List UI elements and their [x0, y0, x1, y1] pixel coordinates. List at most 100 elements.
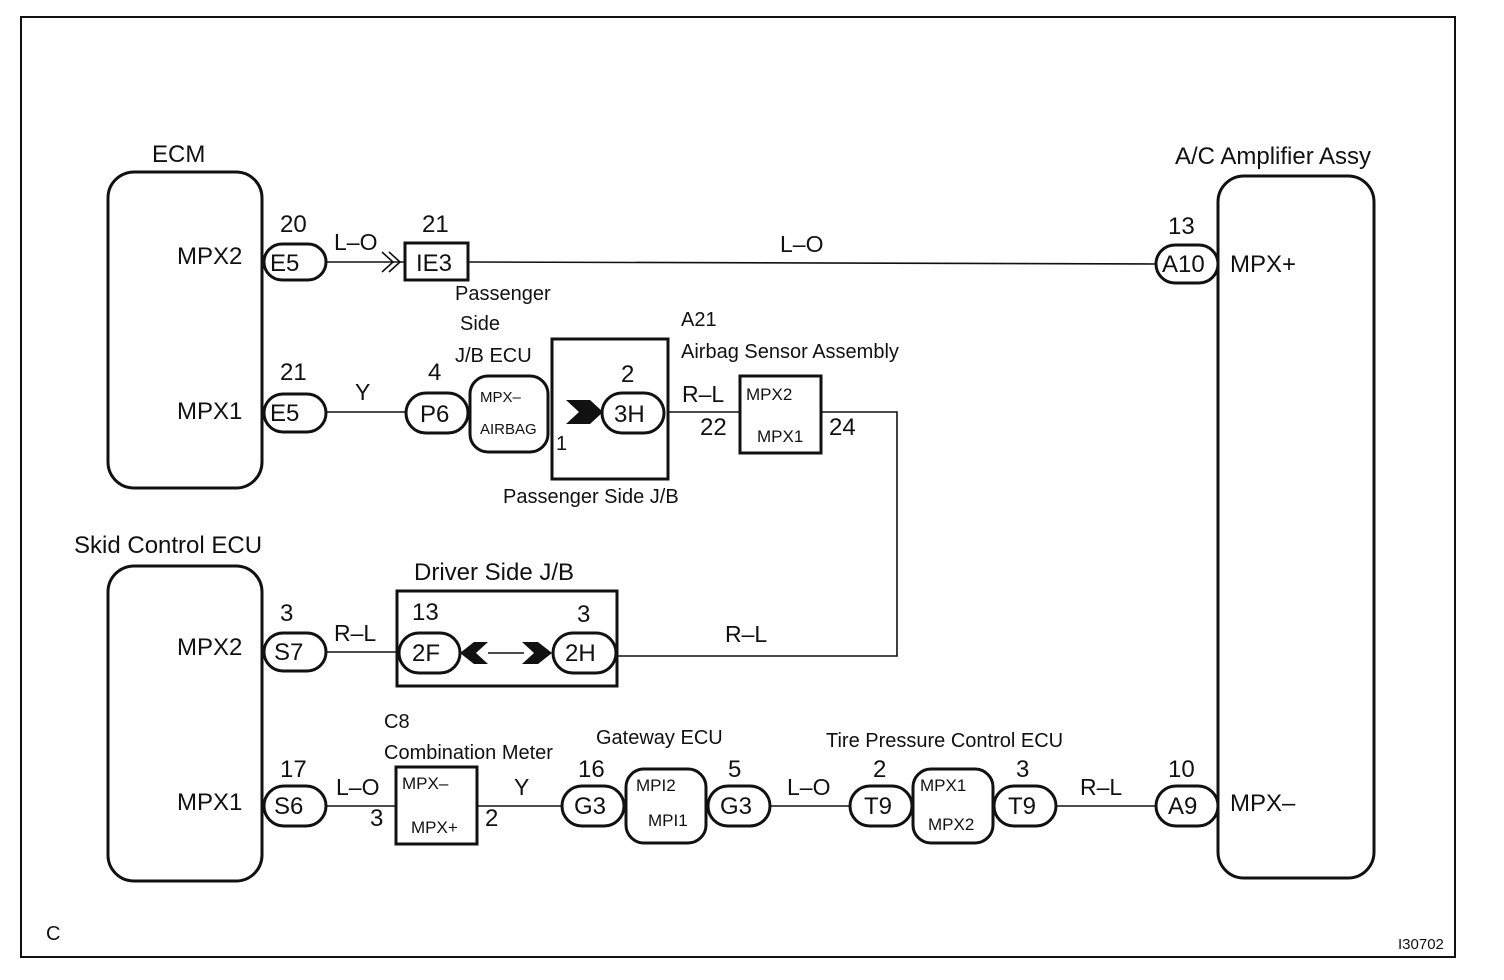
airbag-sensor-box	[738, 374, 823, 455]
tire-pin-right: 3	[1016, 756, 1029, 783]
ac-mpx-plus-connector-label: A10	[1162, 251, 1205, 278]
figure-code: I30702	[1398, 936, 1444, 953]
skid-mpx1-pin-number: 17	[280, 756, 307, 783]
passenger-ecu-inner-airbag: AIRBAG	[480, 421, 537, 438]
airbag-pin-in: 22	[700, 414, 727, 441]
passenger-ecu-inner-mpx-minus: MPX–	[480, 389, 522, 406]
2h-connector	[551, 631, 618, 675]
ac-amplifier-box	[1216, 174, 1376, 880]
passenger-jb-pin-bottom: 1	[556, 433, 567, 455]
wire-skid-to-driver-jb-color: R–L	[334, 620, 376, 646]
ecm-mpx1-connector	[262, 392, 328, 434]
ecm-mpx2-label: MPX2	[177, 243, 242, 270]
ie3-junction-connector	[403, 241, 470, 282]
ecm-unit: ECM MPX2 MPX1	[106, 141, 264, 490]
airbag-code: A21	[681, 309, 717, 331]
driver-side-jb-line: R–L Driver Side J/B 13 3 2F 2H R–L	[326, 559, 767, 688]
tire-left-connector-label: T9	[864, 793, 892, 820]
2f-connector-label: 2F	[412, 640, 440, 667]
skid-mpx2-pin-number: 3	[280, 600, 293, 627]
ecm-mpx1-label: MPX1	[177, 398, 242, 425]
driver-jb-pin-right: 3	[577, 601, 590, 628]
p6-pin-number: 4	[428, 359, 441, 386]
passenger-side-jb-title: Passenger Side J/B	[503, 486, 679, 508]
wire-jb-to-airbag-color: R–L	[682, 381, 724, 407]
ac-mpx-plus-label: MPX+	[1230, 251, 1296, 278]
skid-ecu-mpx1-label: MPX1	[177, 789, 242, 816]
wire-ie3-to-ac-color: L–O	[780, 231, 823, 257]
wire-ecm-to-ie3-color: L–O	[334, 229, 377, 255]
passenger-jb-arrow-icon	[566, 400, 603, 424]
wire-meter-to-gateway-color: Y	[514, 774, 529, 800]
meter-inner-mpx-plus: MPX+	[411, 818, 458, 837]
meter-code: C8	[384, 711, 410, 733]
tire-ecu-title: Tire Pressure Control ECU	[826, 730, 1063, 752]
2h-connector-label: 2H	[565, 640, 596, 667]
skid-ecu-box	[106, 564, 264, 883]
corner-letter: C	[46, 923, 60, 945]
gateway-pin-left: 16	[578, 756, 605, 783]
airbag-inner-mpx2: MPX2	[746, 385, 792, 404]
gateway-left-connector	[560, 784, 626, 828]
wire-gateway-to-tire-color: L–O	[787, 774, 830, 800]
ac-amplifier-title: A/C Amplifier Assy	[1175, 143, 1371, 170]
ac-mpx-minus-connector-label: A9	[1168, 793, 1197, 820]
3h-connector	[600, 391, 666, 435]
meter-pin-out: 2	[485, 805, 498, 832]
driver-side-jb-title: Driver Side J/B	[414, 559, 574, 586]
ac-mpx-plus-pin-number: 13	[1168, 213, 1195, 240]
ecm-mpx2-pin-number: 20	[280, 211, 307, 238]
passenger-jb-ecu-box	[468, 374, 550, 454]
skid-ecu-mpx2-label: MPX2	[177, 634, 242, 661]
ac-mpx-plus-connector	[1154, 243, 1220, 285]
gateway-left-connector-label: G3	[574, 793, 606, 820]
meter-title: Combination Meter	[384, 742, 553, 764]
combination-meter-box	[394, 765, 479, 846]
meter-inner-mpx-minus: MPX–	[402, 774, 449, 793]
wire-driver-jb-to-airbag-color: R–L	[725, 621, 767, 647]
p6-connector-label: P6	[420, 401, 449, 428]
diagram-border	[20, 16, 1456, 958]
driver-jb-right-arrow-icon	[522, 642, 552, 664]
ecm-title: ECM	[152, 141, 205, 168]
gateway-pin-right: 5	[728, 756, 741, 783]
wire-ecm-to-p6-color: Y	[355, 379, 370, 405]
wire-tire-to-ac-color: R–L	[1080, 774, 1122, 800]
s7-connector-label: S7	[274, 639, 303, 666]
3h-connector-label: 3H	[614, 401, 645, 428]
bottom-bus-line: L–O 3 C8 Combination Meter MPX– MPX+ 2 Y…	[326, 711, 1156, 846]
ecm-mpx2-connector-label: E5	[270, 250, 299, 277]
ecm-mpx1-line: 21 E5 Y Passenger Side J/B ECU 4 P6 MPX–…	[262, 283, 899, 657]
ie3-junction-label: IE3	[416, 250, 452, 277]
tire-pin-left: 2	[873, 756, 886, 783]
passenger-jb-pin-top: 2	[621, 361, 634, 388]
airbag-inner-mpx1: MPX1	[757, 427, 803, 446]
ecm-box	[106, 170, 264, 490]
gateway-inner-mpi1: MPI1	[648, 811, 688, 830]
passenger-ecu-label-line1: Passenger	[455, 283, 551, 305]
driver-jb-left-arrow-icon	[460, 642, 488, 664]
ecm-mpx2-line: 20 E5 L–O 21 IE3 L–O	[262, 211, 1157, 282]
skid-control-ecu-unit: Skid Control ECU MPX2 MPX1 3 S7 17 S6	[74, 532, 328, 883]
s6-connector-label: S6	[274, 793, 303, 820]
tire-inner-mpx2: MPX2	[928, 815, 974, 834]
ac-mpx-minus-pin-number: 10	[1168, 756, 1195, 783]
tire-right-connector-label: T9	[1008, 793, 1036, 820]
wire-skid-to-meter-color: L–O	[336, 774, 379, 800]
passenger-ecu-label-line2: Side	[460, 313, 500, 335]
p6-connector	[404, 391, 470, 435]
ie3-pin-number: 21	[422, 211, 449, 238]
tire-inner-mpx1: MPX1	[920, 776, 966, 795]
passenger-ecu-label-line3: J/B ECU	[455, 345, 532, 367]
airbag-title: Airbag Sensor Assembly	[681, 341, 899, 363]
gateway-inner-mpi2: MPI2	[636, 776, 676, 795]
ac-mpx-minus-label: MPX–	[1230, 790, 1296, 817]
ecm-mpx1-pin-number: 21	[280, 359, 307, 386]
skid-ecu-title: Skid Control ECU	[74, 532, 262, 559]
airbag-pin-out: 24	[829, 414, 856, 441]
gateway-right-connector-label: G3	[720, 793, 752, 820]
gateway-ecu-title: Gateway ECU	[596, 727, 723, 749]
driver-jb-pin-left: 13	[412, 599, 439, 626]
ac-amplifier-unit: A/C Amplifier Assy 13 A10 MPX+ 10 A9 MPX…	[1154, 143, 1376, 880]
